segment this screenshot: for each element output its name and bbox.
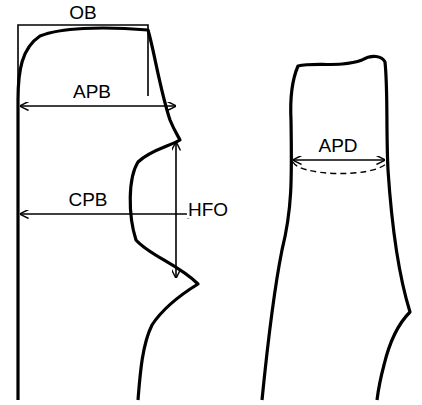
right-outline [262, 56, 410, 400]
left-outline [18, 28, 198, 400]
dimension-label: CPB [67, 190, 108, 209]
apd-arrow [293, 159, 385, 161]
dimension-label: OB [68, 2, 97, 21]
hfo-arrow [175, 142, 177, 278]
dimension-label: APD [317, 136, 358, 155]
dimension-label: APB [72, 82, 112, 101]
apb-arrow [20, 105, 176, 107]
apd-dashed-curve [293, 162, 386, 174]
cpb-arrow [20, 213, 196, 215]
dimension-label: HFO [187, 200, 229, 219]
